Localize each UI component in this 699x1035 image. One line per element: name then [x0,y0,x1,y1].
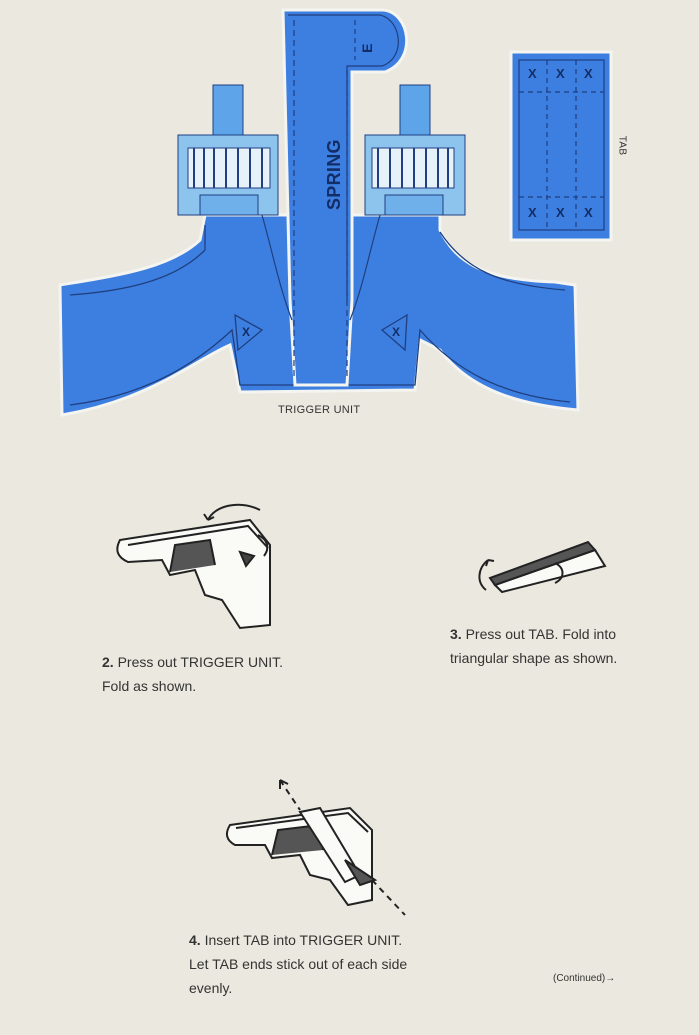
tab-x-mark: X [528,205,537,220]
step-text: evenly. [189,980,233,996]
trigger-unit-cutout [58,8,580,417]
step-4-insert-tab-drawing [225,779,406,916]
tab-x-mark: X [528,66,537,81]
step-3-folded-tab-drawing [478,540,607,594]
step-text: Fold as shown. [102,678,197,694]
triangle-x-mark-right: X [392,325,401,339]
step-text: Insert TAB into TRIGGER UNIT. [204,932,403,948]
step-2-folded-trigger-drawing [116,503,271,630]
tab-x-mark: X [556,66,565,81]
triangle-x-mark-left: X [242,325,251,339]
tab-x-mark: X [556,205,565,220]
step-text: Press out TAB. Fold into [465,626,617,642]
step-text: Let TAB ends stick out of each side [189,956,408,972]
right-cylinder-cutout [364,84,466,216]
tab-x-mark: X [584,66,593,81]
tab-x-mark: X [584,205,593,220]
step-4-caption: 4. Insert TAB into TRIGGER UNIT. Let TAB… [189,928,407,1000]
trigger-unit-label: TRIGGER UNIT [278,404,361,416]
tab-cutout [509,50,613,242]
e-mark: E [358,43,375,53]
continued-note: (Continued)→ [553,973,615,984]
step-3-caption: 3. Press out TAB. Fold into triangular s… [450,622,617,670]
left-cylinder-cutout [177,84,279,216]
spring-label: SPRING [324,139,344,210]
step-2-caption: 2. Press out TRIGGER UNIT. Fold as shown… [102,650,283,698]
tab-label: TAB [616,135,628,156]
continued-arrow-icon: → [605,973,616,984]
step-number: 2. [102,654,114,670]
step-number: 4. [189,932,201,948]
step-text: triangular shape as shown. [450,650,618,666]
step-text: Press out TRIGGER UNIT. [117,654,284,670]
step-number: 3. [450,626,462,642]
continued-text: (Continued) [553,973,606,984]
